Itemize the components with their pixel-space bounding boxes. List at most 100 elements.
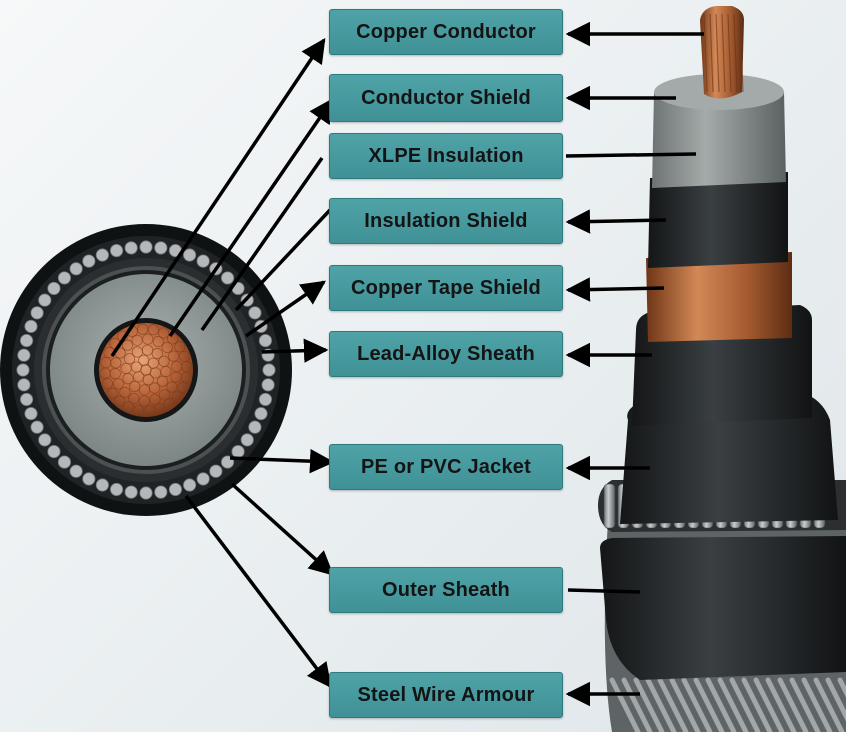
leader-copper-tape xyxy=(245,280,327,338)
armour-wire xyxy=(30,420,44,434)
armour-wire xyxy=(38,293,52,307)
armour-wire xyxy=(24,319,38,333)
armour-strand xyxy=(729,677,761,732)
conductor-strand xyxy=(101,378,113,390)
conductor-strand xyxy=(156,375,169,387)
armour-wire xyxy=(248,420,262,434)
armour-strand xyxy=(717,677,749,732)
armour-wire xyxy=(209,464,223,478)
conductor-strand xyxy=(123,353,136,365)
armour-wire xyxy=(254,407,268,421)
leader-lead-sheath xyxy=(261,338,329,363)
leader-conductor-shield xyxy=(168,97,334,337)
conductor-strand xyxy=(179,350,191,362)
copper-conductor-core xyxy=(99,323,193,417)
cross-section xyxy=(0,224,292,516)
armour-strand xyxy=(741,677,773,732)
label-conductor-shield: Conductor Shield xyxy=(329,74,563,122)
armour-wire xyxy=(82,254,96,268)
conductor-strand xyxy=(158,327,170,339)
armour-wire xyxy=(154,241,168,255)
conductor-strand xyxy=(122,401,134,413)
leader-lines-left xyxy=(110,37,335,688)
armour-wire xyxy=(258,333,273,348)
leader-lines-right xyxy=(565,21,704,707)
armour-wire xyxy=(220,271,235,285)
armour-wire xyxy=(95,478,109,492)
armour-wire xyxy=(69,464,83,478)
conductor-strand xyxy=(152,335,164,348)
leader-insulation-shield xyxy=(234,208,332,312)
cutaway-pe-jacket xyxy=(620,392,838,524)
armour-wire xyxy=(57,455,72,469)
armour-wire xyxy=(47,281,61,296)
armour-strand xyxy=(705,677,737,732)
conductor-strand xyxy=(106,387,118,399)
armour-wire xyxy=(262,363,276,377)
armour-wire xyxy=(183,478,197,492)
right-leader-8 xyxy=(567,588,641,594)
conductor-strand xyxy=(128,392,140,405)
cable-cutaway xyxy=(598,6,846,732)
label-insulation-shield: Insulation Shield xyxy=(329,198,563,244)
conductor-strand xyxy=(161,341,173,354)
armour-wire xyxy=(196,472,210,486)
conductor-strand xyxy=(142,333,154,345)
armour-strand xyxy=(609,677,641,732)
armour-strand xyxy=(753,677,785,732)
right-leader-3 xyxy=(565,152,697,158)
armour-wire xyxy=(248,306,262,320)
conductor-strand xyxy=(100,356,112,369)
cutaway-copper-tape xyxy=(646,252,792,342)
armour-wire xyxy=(139,240,153,254)
armour-strand xyxy=(645,677,677,732)
armour-strand xyxy=(681,677,713,732)
conductor-strand-line xyxy=(709,13,714,93)
conductor-strand xyxy=(147,324,160,336)
conductor-strand-line xyxy=(721,13,726,93)
armour-wire xyxy=(154,485,168,499)
armour-wire xyxy=(38,433,52,447)
armour-wire xyxy=(17,348,31,362)
armour-strand xyxy=(813,677,845,732)
conductor-strand-line xyxy=(727,13,732,93)
conductor-strand xyxy=(160,365,172,378)
armour-wire xyxy=(139,486,153,500)
conductor-strand xyxy=(163,398,175,410)
label-outer-sheath: Outer Sheath xyxy=(329,567,563,613)
armour-strand xyxy=(693,677,725,732)
conductor-strand xyxy=(129,380,141,393)
conductor-strand-line xyxy=(715,13,720,93)
armour-wire xyxy=(124,485,138,499)
cutaway-insulation-shield xyxy=(648,172,788,268)
armour-wire xyxy=(16,363,30,377)
cutaway-conductor-strands xyxy=(703,13,744,93)
conductor-strand xyxy=(174,341,186,353)
armour-wire xyxy=(124,241,138,255)
conductor-strand-line xyxy=(739,13,744,93)
armour-wire xyxy=(30,306,44,320)
conductor-strand xyxy=(132,404,145,416)
leader-steel-wire xyxy=(184,494,332,688)
armour-wire xyxy=(183,248,197,262)
leader-pe-jacket xyxy=(229,448,335,474)
armour-wire xyxy=(196,254,210,268)
armour-wire xyxy=(47,444,61,459)
armour-strand xyxy=(801,677,833,732)
armour-strand xyxy=(669,677,701,732)
conductor-strand-line xyxy=(703,13,708,93)
bedding-wire xyxy=(603,483,616,529)
leader-outer-sheath xyxy=(230,482,334,576)
conductor-strand xyxy=(119,386,131,399)
leader-copper-conductor xyxy=(110,37,326,357)
conductor-strand xyxy=(112,378,124,390)
conductor-strand xyxy=(138,395,150,407)
armour-strand xyxy=(825,677,846,722)
leader-xlpe xyxy=(200,156,324,332)
label-xlpe-insulation: XLPE Insulation xyxy=(329,133,563,179)
conductor-strand xyxy=(180,371,192,384)
armour-strand xyxy=(633,677,665,732)
conductor-strand-line xyxy=(733,13,738,93)
